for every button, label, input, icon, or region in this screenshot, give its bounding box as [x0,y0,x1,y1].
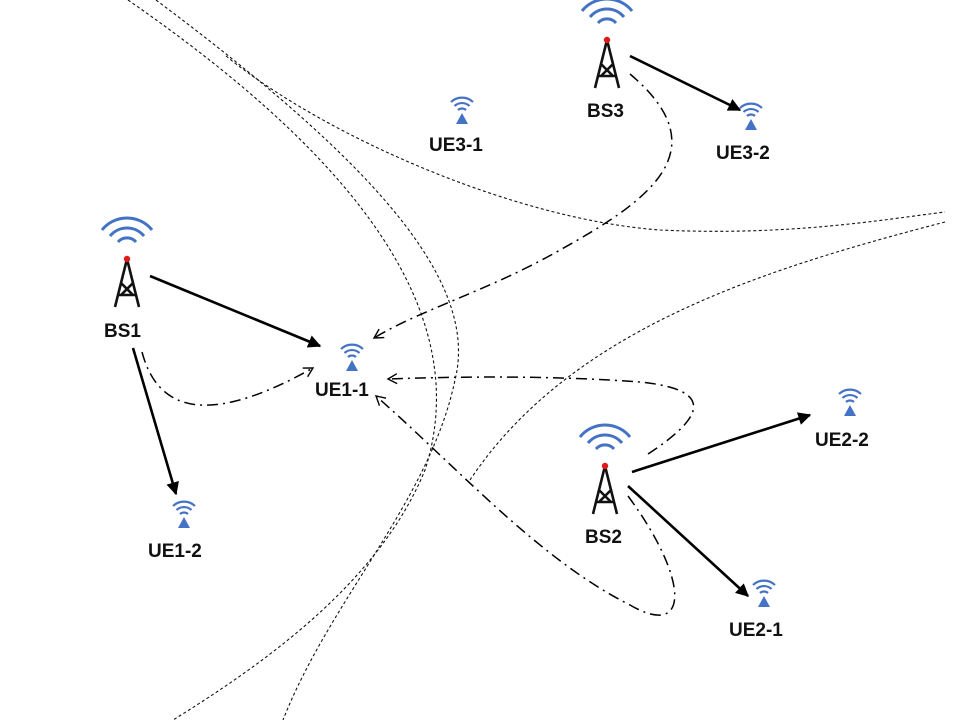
signal-arrow-bs1-ue1-1 [149,274,322,348]
signal-arrow-bs3-ue3-2 [629,54,742,112]
ue-ue3-2: UE3-2 [716,102,770,164]
ue2-1-label: UE2-1 [729,620,783,641]
cell-boundary-curve [469,221,946,481]
interference-arrow-bs2-ue1-1-upper [386,373,695,455]
ue1-1-label: UE1-1 [315,380,369,401]
ue-ue1-2: UE1-2 [148,500,202,562]
antenna-icon [837,388,863,418]
signal-arrow-bs2-ue2-1 [627,485,749,597]
tower-icon [580,0,634,90]
ue3-1-label: UE3-1 [429,135,483,156]
base-station-bs1: BS1 [100,216,154,342]
base-station-bs2: BS2 [578,423,632,548]
antenna-icon [738,102,764,132]
cell-boundary-curve [225,55,946,232]
signal-links [131,54,812,597]
antenna-icon [339,343,365,373]
ue3-2-label: UE3-2 [716,143,770,164]
interference-arrow-bs2-ue1-1-lower [374,395,676,616]
ue-ue2-2: UE2-2 [815,388,869,451]
signal-arrow-bs1-ue1-2 [131,347,179,496]
ue-ue3-1: UE3-1 [429,96,483,156]
base-station-bs3: BS3 [580,0,634,122]
ue-ue1-1: UE1-1 [315,343,369,401]
tower-icon [100,216,154,309]
cell-boundary-curve [127,0,437,720]
interference-arrow-bs1-ue1-1 [141,351,315,406]
ue1-2-label: UE1-2 [148,541,202,562]
bs1-label: BS1 [104,321,141,342]
bs3-label: BS3 [587,101,624,122]
signal-arrow-bs2-ue2-2 [631,412,812,474]
interference-arrow-bs3-ue1-1 [372,73,673,339]
antenna-icon [171,500,197,530]
tower-icon [578,423,632,516]
ue2-2-label: UE2-2 [815,430,869,451]
cell-boundary-curve [155,0,460,720]
interference-links [141,73,695,616]
ue-ue2-1: UE2-1 [729,579,783,641]
bs2-label: BS2 [585,527,622,548]
cell-boundaries [127,0,946,720]
antenna-icon [751,579,777,609]
antenna-icon [449,96,475,126]
